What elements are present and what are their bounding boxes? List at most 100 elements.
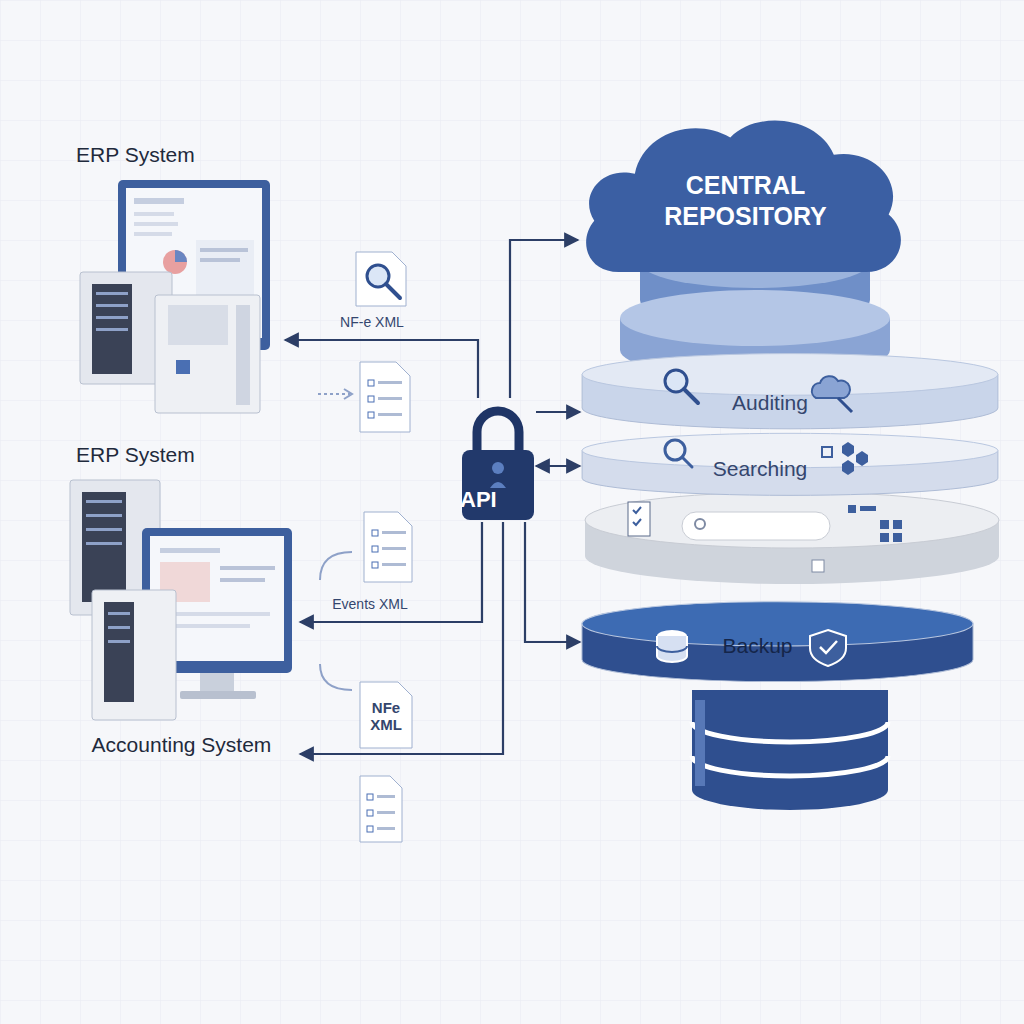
document-icon xyxy=(377,795,395,798)
dotted-arrow xyxy=(344,389,352,399)
computer-illustration xyxy=(86,514,122,517)
magnifier-icon xyxy=(665,440,692,467)
computer-illustration xyxy=(108,626,130,629)
document-icon xyxy=(378,397,402,400)
connector-arrow xyxy=(525,522,580,642)
dotted-arrow xyxy=(318,393,350,395)
document-icon xyxy=(360,776,402,842)
network-icon xyxy=(842,442,854,457)
computer-illustration xyxy=(86,500,122,503)
document-icon xyxy=(382,547,406,550)
database-cylinder xyxy=(692,690,888,810)
document-icon xyxy=(356,252,406,306)
storage-layer: Backup xyxy=(580,600,975,685)
computer-illustration xyxy=(104,602,134,702)
node-text: Searching xyxy=(713,456,808,482)
disk-shape xyxy=(582,354,998,396)
system-label-box: Accounting System xyxy=(55,732,300,772)
computer-illustration xyxy=(163,250,187,274)
document-icon xyxy=(377,811,395,814)
cloud-icon xyxy=(838,398,852,412)
node-text: API xyxy=(460,486,497,514)
document-icon xyxy=(382,563,406,566)
computer-illustration xyxy=(236,305,250,405)
computer-illustration xyxy=(175,250,187,262)
computer-illustration xyxy=(96,328,128,331)
system-group: ERP System xyxy=(60,440,300,725)
computer-illustration xyxy=(134,212,174,216)
computer-illustration xyxy=(108,612,130,615)
node-text: ERP System xyxy=(76,142,195,168)
magnifier-icon xyxy=(684,389,698,403)
connector-arrow xyxy=(300,522,482,622)
magnifier-icon xyxy=(665,370,687,392)
cloud-shape xyxy=(586,121,901,272)
lock-shape xyxy=(490,482,506,488)
connector-arrow xyxy=(536,411,580,413)
leader-line xyxy=(320,664,352,690)
search-bar-layer xyxy=(893,520,902,529)
document-icon xyxy=(360,682,412,748)
node-text: Backup xyxy=(722,633,792,659)
computer-illustration xyxy=(134,232,172,236)
search-bar-layer xyxy=(585,492,999,584)
node-text: Accounting System xyxy=(92,732,272,758)
database-cylinder xyxy=(692,690,888,810)
database-cylinder xyxy=(692,722,888,742)
computer-illustration xyxy=(200,248,248,252)
computer-illustration xyxy=(96,292,128,295)
document-icon xyxy=(372,562,378,568)
network-icon xyxy=(822,447,832,457)
search-bar-layer xyxy=(633,507,641,525)
computer-illustration xyxy=(96,304,128,307)
computer-illustration xyxy=(96,316,128,319)
api-lock: API xyxy=(460,398,536,522)
connector-arrow xyxy=(536,465,580,467)
database-icon xyxy=(657,646,687,652)
node-text: CENTRAL REPOSITORY xyxy=(646,170,846,233)
computer-illustration xyxy=(92,590,176,720)
computer-illustration xyxy=(134,222,178,226)
document-icon xyxy=(382,531,406,534)
document-icon xyxy=(367,810,373,816)
computer-illustration xyxy=(86,542,122,545)
cloud-icon xyxy=(812,376,852,412)
connector-arrow xyxy=(300,522,503,754)
document-icon xyxy=(364,512,412,582)
magnifier-icon xyxy=(665,440,685,460)
document-icon xyxy=(378,381,402,384)
search-bar-layer xyxy=(812,560,824,572)
document-icon xyxy=(368,412,374,418)
shield-icon xyxy=(820,641,837,653)
connector-arrow xyxy=(285,340,478,398)
document-icon xyxy=(360,776,402,842)
document-icon xyxy=(372,546,378,552)
computer-illustration xyxy=(134,198,184,204)
document-icon xyxy=(368,380,374,386)
lock-shape xyxy=(477,411,519,456)
edge-label: NFe XML xyxy=(364,699,408,734)
computer-illustration xyxy=(200,258,240,262)
search-bar-layer xyxy=(893,533,902,542)
leader-line xyxy=(320,552,352,580)
shield-icon xyxy=(810,630,846,666)
storage-layer: Auditing xyxy=(580,352,1000,432)
computer-illustration xyxy=(82,492,126,602)
computer-illustration xyxy=(200,673,234,691)
database-icon xyxy=(657,630,687,642)
edge-label: Events XML xyxy=(320,596,420,612)
document-icon xyxy=(377,827,395,830)
repository-cloud: CENTRAL REPOSITORY xyxy=(578,112,913,272)
computer-illustration xyxy=(108,640,130,643)
lock-shape xyxy=(492,462,504,474)
edge-label: NF-e XML xyxy=(327,314,417,330)
search-bar-layer xyxy=(860,506,876,511)
search-bar-layer xyxy=(695,519,705,529)
computer-illustration xyxy=(70,480,292,720)
document-icon xyxy=(360,362,410,432)
document-icon xyxy=(360,682,412,748)
document-icon xyxy=(386,284,400,298)
